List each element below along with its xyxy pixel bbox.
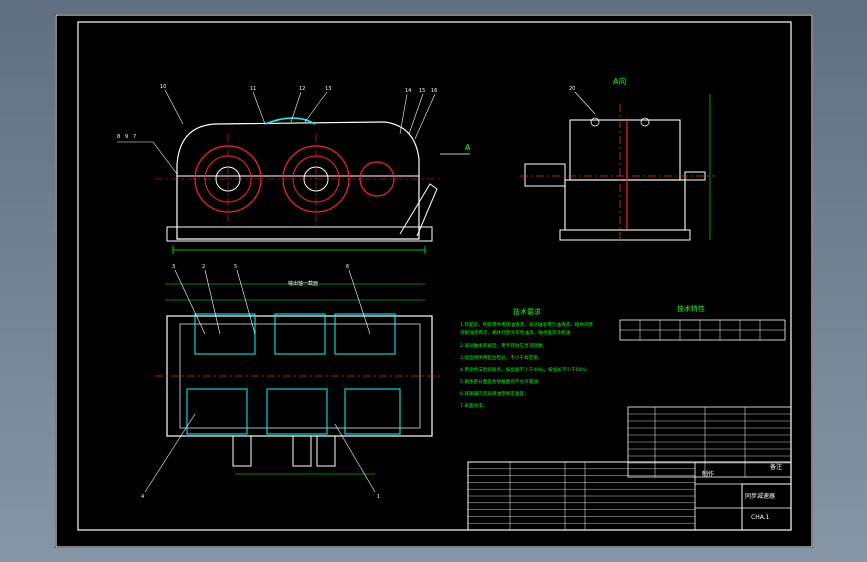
shaft-2-parts bbox=[274, 313, 326, 355]
tech-req-line-6: 5.箱体剖分面及各接触面均不允许漏油； bbox=[460, 378, 542, 385]
balloon-9: 9 bbox=[125, 134, 128, 140]
outer-frame bbox=[55, 14, 813, 548]
lifting-lug-left bbox=[590, 117, 600, 127]
tech-req-line-7: 6.减速器内装润滑油至规定高度； bbox=[460, 390, 529, 397]
balloon-12: 12 bbox=[299, 86, 305, 92]
inner-frame bbox=[77, 21, 792, 531]
balloon-2: 2 bbox=[202, 264, 205, 270]
leader-13 bbox=[304, 91, 328, 123]
leader-11 bbox=[252, 91, 266, 125]
lifting-lug-right bbox=[640, 117, 650, 127]
balloon-7: 7 bbox=[133, 134, 136, 140]
leader-6 bbox=[348, 269, 371, 335]
leader-10 bbox=[164, 89, 184, 125]
balloon-3: 3 bbox=[172, 264, 175, 270]
leader-12 bbox=[290, 91, 302, 123]
bearing-group-3 bbox=[344, 388, 401, 435]
balloon-14: 14 bbox=[405, 88, 411, 94]
balloon-1: 1 bbox=[377, 494, 380, 500]
input-shaft bbox=[524, 163, 566, 187]
balloon-5: 5 bbox=[234, 264, 237, 270]
base-plate bbox=[166, 226, 433, 242]
top-section-view: 输出轴一截面 bbox=[141, 264, 440, 500]
leader-4 bbox=[144, 413, 196, 493]
drawing-sheet[interactable]: 8 9 7 10 11 12 13 14 15 16 A A向 bbox=[55, 14, 813, 548]
leader-3 bbox=[174, 269, 206, 335]
shaft-end-1 bbox=[232, 435, 252, 467]
balloon-16: 16 bbox=[431, 88, 437, 94]
drawing-number: CHA.1 bbox=[751, 514, 770, 521]
balloon-10: 10 bbox=[160, 84, 166, 90]
product-name: 同步减速器 bbox=[745, 492, 775, 500]
tech-req-line-3: 2.滚动轴承装好后，用手转动应灵活轻便； bbox=[460, 342, 547, 349]
parts-list-rows bbox=[468, 413, 791, 524]
tech-requirements: 技术要求 1.装配前，所有零件用煤油清洗，滚动轴承用汽油清洗，箱体内壁 涂耐油漆… bbox=[460, 307, 593, 409]
leader-8-9-7-b bbox=[152, 141, 178, 175]
side-lower-housing bbox=[564, 179, 686, 231]
tech-req-line-4: 3.啮合侧隙用铅丝检验，不小于规定值； bbox=[460, 354, 542, 361]
title-block: 制作 备注 同步减速器 CHA.1 bbox=[467, 406, 792, 531]
tech-req-line-2: 涂耐油漆两次，箱体外壁涂灰色油漆，轴承盖等涂机油 bbox=[460, 329, 571, 336]
tech-params-table: 技术特性 bbox=[619, 304, 786, 341]
leader-1 bbox=[334, 423, 376, 493]
leader-15 bbox=[408, 93, 424, 135]
remarks-label: 备注 bbox=[770, 463, 782, 471]
shaft-1-parts bbox=[194, 313, 256, 355]
section-label-a: A bbox=[465, 143, 471, 152]
leader-2 bbox=[204, 269, 221, 335]
top-view-title: 输出轴一截面 bbox=[288, 280, 318, 287]
bearing-group-1 bbox=[186, 388, 248, 435]
side-view: A向 20 bbox=[520, 76, 715, 244]
balloon-11: 11 bbox=[250, 86, 256, 92]
bearing-group-2 bbox=[266, 388, 328, 435]
balloon-15: 15 bbox=[419, 88, 425, 94]
shaft-end-2 bbox=[292, 435, 312, 467]
side-base bbox=[559, 229, 691, 241]
balloon-13: 13 bbox=[325, 86, 331, 92]
balloon-6: 6 bbox=[346, 264, 349, 270]
title-small-text: 制作 bbox=[702, 470, 714, 478]
housing-outline bbox=[176, 121, 420, 240]
tech-req-title: 技术要求 bbox=[513, 307, 541, 316]
leader-16 bbox=[414, 93, 436, 140]
shaft-3-parts bbox=[334, 313, 396, 355]
oil-gauge bbox=[399, 183, 438, 237]
balloon-8: 8 bbox=[117, 134, 120, 140]
tech-params-title: 技术特性 bbox=[677, 304, 705, 313]
front-view: 8 9 7 10 11 12 13 14 15 16 A bbox=[117, 84, 471, 254]
tech-req-line-5: 4.用涂色法检验斑点，按齿高不少于40%，按齿长不少于50%； bbox=[460, 366, 590, 373]
shaft-end-3 bbox=[316, 435, 336, 467]
leader-5 bbox=[236, 269, 256, 335]
title-name-cell bbox=[741, 483, 792, 531]
view-title-a: A向 bbox=[613, 76, 626, 86]
top-housing-inner bbox=[179, 323, 421, 429]
balloon-4: 4 bbox=[141, 494, 144, 500]
leader-20 bbox=[574, 91, 596, 115]
tech-req-line-8: 7.表面涂漆。 bbox=[460, 402, 487, 409]
tech-req-line-1: 1.装配前，所有零件用煤油清洗，滚动轴承用汽油清洗，箱体内壁 bbox=[460, 321, 593, 328]
side-upper-housing bbox=[569, 119, 681, 181]
balloon-20: 20 bbox=[569, 86, 575, 92]
leader-14 bbox=[399, 93, 408, 135]
drawing-canvas: 8 9 7 10 11 12 13 14 15 16 A A向 bbox=[55, 14, 813, 548]
